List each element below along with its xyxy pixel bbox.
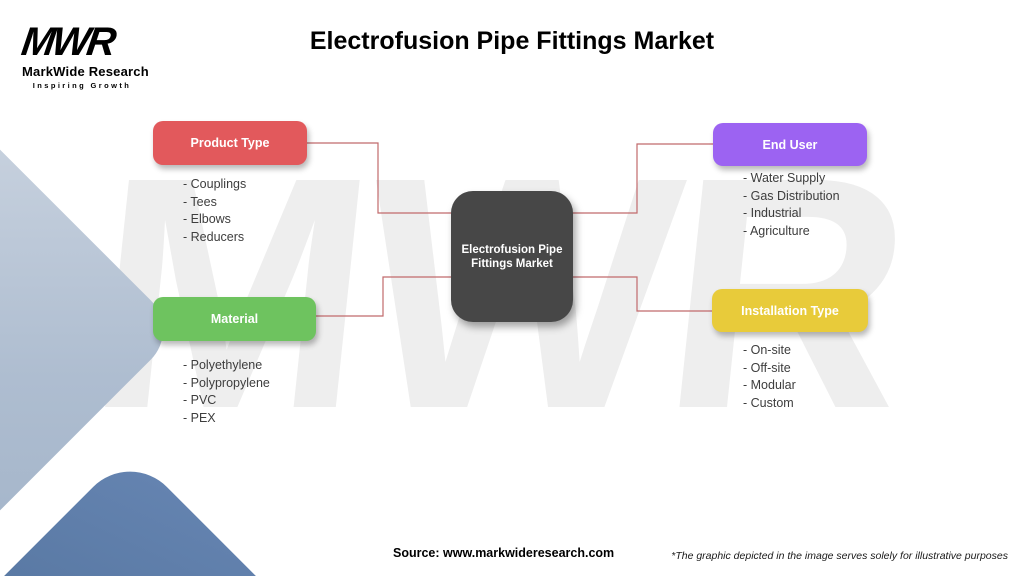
branch-list-product-type: - Couplings - Tees - Elbows - Reducers: [183, 176, 246, 246]
list-item: - PEX: [183, 410, 216, 425]
list-item: - Off-site: [743, 360, 791, 375]
branch-box-installation-type: Installation Type: [712, 289, 868, 332]
list-item: - PVC: [183, 393, 217, 407]
connector-end-user: [573, 143, 713, 214]
list-item: - Elbows: [183, 212, 231, 226]
list-item: - Tees: [183, 194, 217, 209]
branch-list-end-user: - Water Supply - Gas Distribution - Indu…: [743, 170, 840, 240]
list-item: - Couplings: [183, 177, 247, 191]
list-item: - Polypropylene: [183, 375, 270, 390]
branch-label-material: Material: [210, 312, 259, 326]
disclaimer-text: *The graphic depicted in the image serve…: [671, 550, 1008, 562]
connector-product-type: [307, 142, 451, 214]
list-item: - On-site: [743, 343, 791, 357]
logo-name: MarkWide Research: [22, 64, 149, 79]
center-node-label-line1: Electrofusion Pipe: [461, 243, 563, 256]
connector-material: [316, 276, 451, 317]
branch-label-installation-type: Installation Type: [741, 303, 839, 318]
logo-tagline: Inspiring Growth: [32, 81, 132, 90]
list-item: - Modular: [743, 378, 796, 392]
branch-label-end-user: End User: [762, 137, 818, 152]
logo: MWR MarkWide Research Inspiring Growth: [19, 20, 149, 90]
connector-installation-type: [573, 276, 712, 312]
center-node: Electrofusion Pipe Fittings Market: [451, 191, 573, 322]
list-item: - Reducers: [183, 229, 245, 244]
branch-list-material: - Polyethylene - Polypropylene - PVC - P…: [183, 357, 270, 427]
branch-list-installation-type: - On-site - Off-site - Modular - Custom: [743, 342, 796, 412]
branch-box-end-user: End User: [713, 123, 867, 166]
branch-label-product-type: Product Type: [190, 136, 270, 150]
branch-box-product-type: Product Type: [153, 121, 307, 165]
branch-box-material: Material: [153, 297, 316, 341]
list-item: - Industrial: [743, 206, 802, 220]
list-item: - Polyethylene: [183, 358, 263, 372]
list-item: - Gas Distribution: [743, 188, 840, 203]
list-item: - Water Supply: [743, 171, 826, 185]
list-item: - Agriculture: [743, 223, 810, 238]
page-title: Electrofusion Pipe Fittings Market: [309, 27, 715, 55]
center-node-label-line2: Fittings Market: [471, 257, 553, 270]
source-text: Source: www.markwideresearch.com: [393, 546, 615, 560]
list-item: - Custom: [743, 395, 794, 410]
